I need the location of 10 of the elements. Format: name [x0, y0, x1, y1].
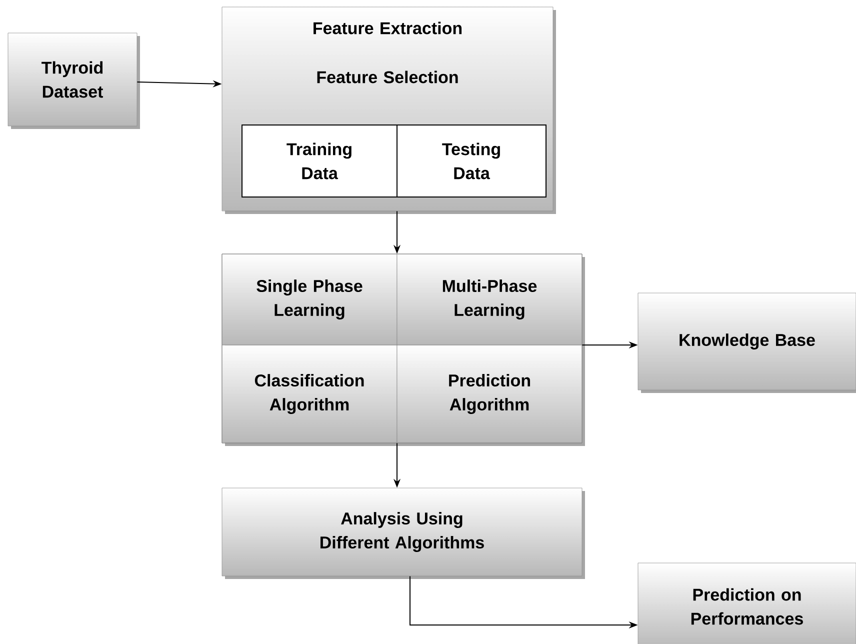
- method-cell: Multi-Phase Learning: [396, 254, 582, 346]
- method-cell: Classification Algorithm: [222, 344, 398, 444]
- data-cell: Testing Data: [396, 124, 546, 198]
- method-cell: Prediction Algorithm: [396, 344, 582, 444]
- output-box: Prediction on Performances: [638, 562, 856, 644]
- data-cell: Training Data: [242, 124, 398, 198]
- dataset-box: Thyroid Dataset: [8, 32, 140, 129]
- method-cell: Single Phase Learning: [222, 254, 398, 346]
- process-box: Analysis Using Different Algorithms: [222, 488, 585, 579]
- output-box: Knowledge Base: [638, 292, 856, 393]
